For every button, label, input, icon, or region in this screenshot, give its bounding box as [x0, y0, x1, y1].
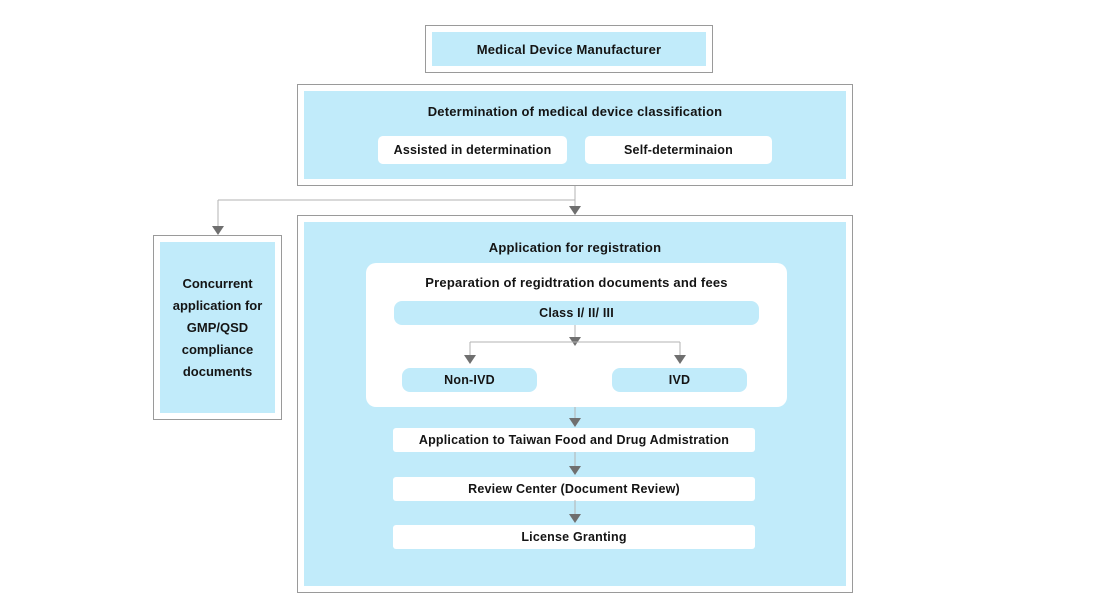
arrowhead-to-gmp	[212, 226, 224, 235]
gmp-label-line: documents	[182, 363, 253, 379]
gmp-label-line: Concurrent	[182, 275, 253, 291]
gmp-label-line: GMP/QSD	[186, 319, 249, 335]
manufacturer-node: Medical Device Manufacturer	[425, 25, 713, 73]
step-review-center: Review Center (Document Review)	[393, 477, 755, 501]
manufacturer-fill: Medical Device Manufacturer	[432, 32, 706, 66]
option-self-determination: Self-determinaion	[585, 136, 772, 164]
classification-title: Determination of medical device classifi…	[427, 104, 723, 119]
gmp-node: Concurrent application for GMP/QSD compl…	[153, 235, 282, 420]
option-self-label: Self-determinaion	[624, 143, 733, 157]
classification-fill	[304, 91, 846, 179]
registration-title: Application for registration	[488, 240, 662, 255]
gmp-fill: Concurrent application for GMP/QSD compl…	[160, 242, 275, 413]
step-tfda-application: Application to Taiwan Food and Drug Admi…	[393, 428, 755, 452]
manufacturer-label: Medical Device Manufacturer	[476, 41, 662, 57]
class-box: Class I/ II/ III	[394, 301, 759, 325]
option-assisted-determination: Assisted in determination	[378, 136, 567, 164]
step-review-label: Review Center (Document Review)	[468, 482, 680, 496]
step-license-granting: License Granting	[393, 525, 755, 549]
gmp-label-line: application for	[172, 297, 263, 313]
preparation-title: Preparation of regidtration documents an…	[425, 275, 728, 290]
arrowhead-to-registration	[569, 206, 581, 215]
gmp-label-line: compliance	[181, 341, 254, 357]
registration-node: Application for registration Preparation…	[297, 215, 853, 593]
classification-node: Determination of medical device classifi…	[297, 84, 853, 186]
ivd-label: IVD	[668, 373, 691, 387]
preparation-panel: Preparation of regidtration documents an…	[366, 263, 787, 407]
branch-non-ivd: Non-IVD	[402, 368, 537, 392]
gmp-label: Concurrent application for GMP/QSD compl…	[173, 273, 263, 383]
class-label: Class I/ II/ III	[539, 306, 614, 320]
step-tfda-label: Application to Taiwan Food and Drug Admi…	[418, 433, 730, 447]
option-assisted-label: Assisted in determination	[393, 143, 552, 157]
step-license-label: License Granting	[521, 530, 627, 544]
branch-ivd: IVD	[612, 368, 747, 392]
non-ivd-label: Non-IVD	[444, 373, 495, 387]
